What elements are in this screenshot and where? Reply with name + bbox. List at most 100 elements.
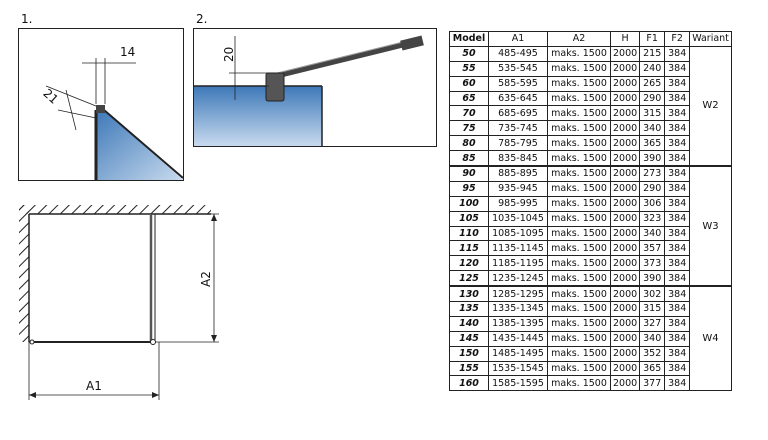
cell-h: 2000 (609, 270, 641, 287)
cell-f2: 384 (664, 75, 691, 92)
cell-a1: 1535-1545 (488, 360, 548, 377)
glass-panel (96, 110, 183, 180)
cell-a2: maks. 1500 (547, 315, 611, 332)
cell-a1: 885-895 (488, 164, 548, 182)
cell-a1: 785-795 (488, 135, 548, 152)
dim-21-line-b (57, 109, 97, 119)
cell-a2: maks. 1500 (547, 345, 611, 362)
panel-foot-right (150, 339, 156, 345)
header-f2: F2 (664, 31, 691, 47)
cell-a2: maks. 1500 (547, 270, 611, 287)
glass-edge (103, 109, 184, 179)
cell-model: 85 (449, 150, 489, 167)
cell-a2: maks. 1500 (547, 180, 611, 197)
cell-model: 120 (449, 255, 489, 272)
header-variant: Wariant (689, 31, 732, 47)
cell-model: 70 (449, 105, 489, 122)
cell-f2: 384 (664, 210, 691, 227)
cell-a1: 1085-1095 (488, 225, 548, 242)
cell-f1: 340 (639, 225, 666, 242)
cell-h: 2000 (609, 195, 641, 212)
dim-a1-text: A1 (86, 379, 102, 393)
cell-model: 150 (449, 345, 489, 362)
cell-model: 140 (449, 315, 489, 332)
cell-h: 2000 (609, 164, 641, 182)
cell-f2: 384 (664, 285, 691, 303)
cell-h: 2000 (609, 375, 641, 392)
cell-a1: 1385-1395 (488, 315, 548, 332)
cell-a1: 1485-1495 (488, 345, 548, 362)
cell-a2: maks. 1500 (547, 90, 611, 107)
cell-a1: 1585-1595 (488, 375, 548, 392)
variant-cell: W2 (689, 45, 732, 167)
dim-21-text: 21 (40, 86, 61, 107)
cell-a1: 535-545 (488, 60, 548, 77)
cell-model: 55 (449, 60, 489, 77)
cell-f2: 384 (664, 330, 691, 347)
cell-a2: maks. 1500 (547, 225, 611, 242)
cell-a2: maks. 1500 (547, 285, 611, 303)
figure1-number: 1. (21, 12, 33, 26)
dim-21-line-a (45, 85, 97, 107)
cell-f1: 390 (639, 270, 666, 287)
cell-f2: 384 (664, 150, 691, 167)
cell-f2: 384 (664, 315, 691, 332)
plan-view: A2 A1 (19, 205, 219, 400)
cell-f2: 384 (664, 240, 691, 257)
cell-h: 2000 (609, 225, 641, 242)
variant-cell: W4 (689, 285, 732, 392)
cell-model: 95 (449, 180, 489, 197)
cell-f2: 384 (664, 105, 691, 122)
stabilizer-bar-highlight (268, 38, 416, 76)
glass-panel-2 (194, 86, 322, 146)
cell-a1: 1435-1445 (488, 330, 548, 347)
cell-h: 2000 (609, 255, 641, 272)
glass-clamp (265, 72, 285, 102)
cell-h: 2000 (609, 60, 641, 77)
cell-h: 2000 (609, 150, 641, 167)
cell-model: 130 (449, 285, 489, 303)
cell-f2: 384 (664, 255, 691, 272)
cell-a2: maks. 1500 (547, 210, 611, 227)
header-model: Model (449, 31, 489, 47)
cell-a2: maks. 1500 (547, 301, 611, 317)
cell-f1: 352 (639, 345, 666, 362)
variant-cell: W3 (689, 165, 732, 287)
cell-a2: maks. 1500 (547, 195, 611, 212)
cell-f2: 384 (664, 90, 691, 107)
cell-model: 160 (449, 375, 489, 392)
cell-h: 2000 (609, 75, 641, 92)
cell-a2: maks. 1500 (547, 375, 611, 392)
cell-a1: 635-645 (488, 90, 548, 107)
cell-f2: 384 (664, 345, 691, 362)
cell-model: 135 (449, 301, 489, 317)
cell-f1: 315 (639, 105, 666, 122)
detail-frame-2 (193, 28, 437, 147)
cell-a2: maks. 1500 (547, 240, 611, 257)
cell-model: 75 (449, 120, 489, 137)
cell-a1: 1185-1195 (488, 255, 548, 272)
cell-a1: 935-945 (488, 180, 548, 197)
cell-a2: maks. 1500 (547, 150, 611, 167)
header-f1: F1 (639, 31, 666, 47)
cell-model: 115 (449, 240, 489, 257)
cell-a1: 1235-1245 (488, 270, 548, 287)
table-header-row: Model A1 A2 H F1 F2 Wariant (449, 31, 732, 47)
cell-h: 2000 (609, 210, 641, 227)
cell-a1: 685-695 (488, 105, 548, 122)
cell-a1: 1135-1145 (488, 240, 548, 257)
cell-h: 2000 (609, 315, 641, 332)
cell-model: 125 (449, 270, 489, 287)
cell-f1: 215 (639, 45, 666, 62)
detail-frame (18, 28, 184, 181)
